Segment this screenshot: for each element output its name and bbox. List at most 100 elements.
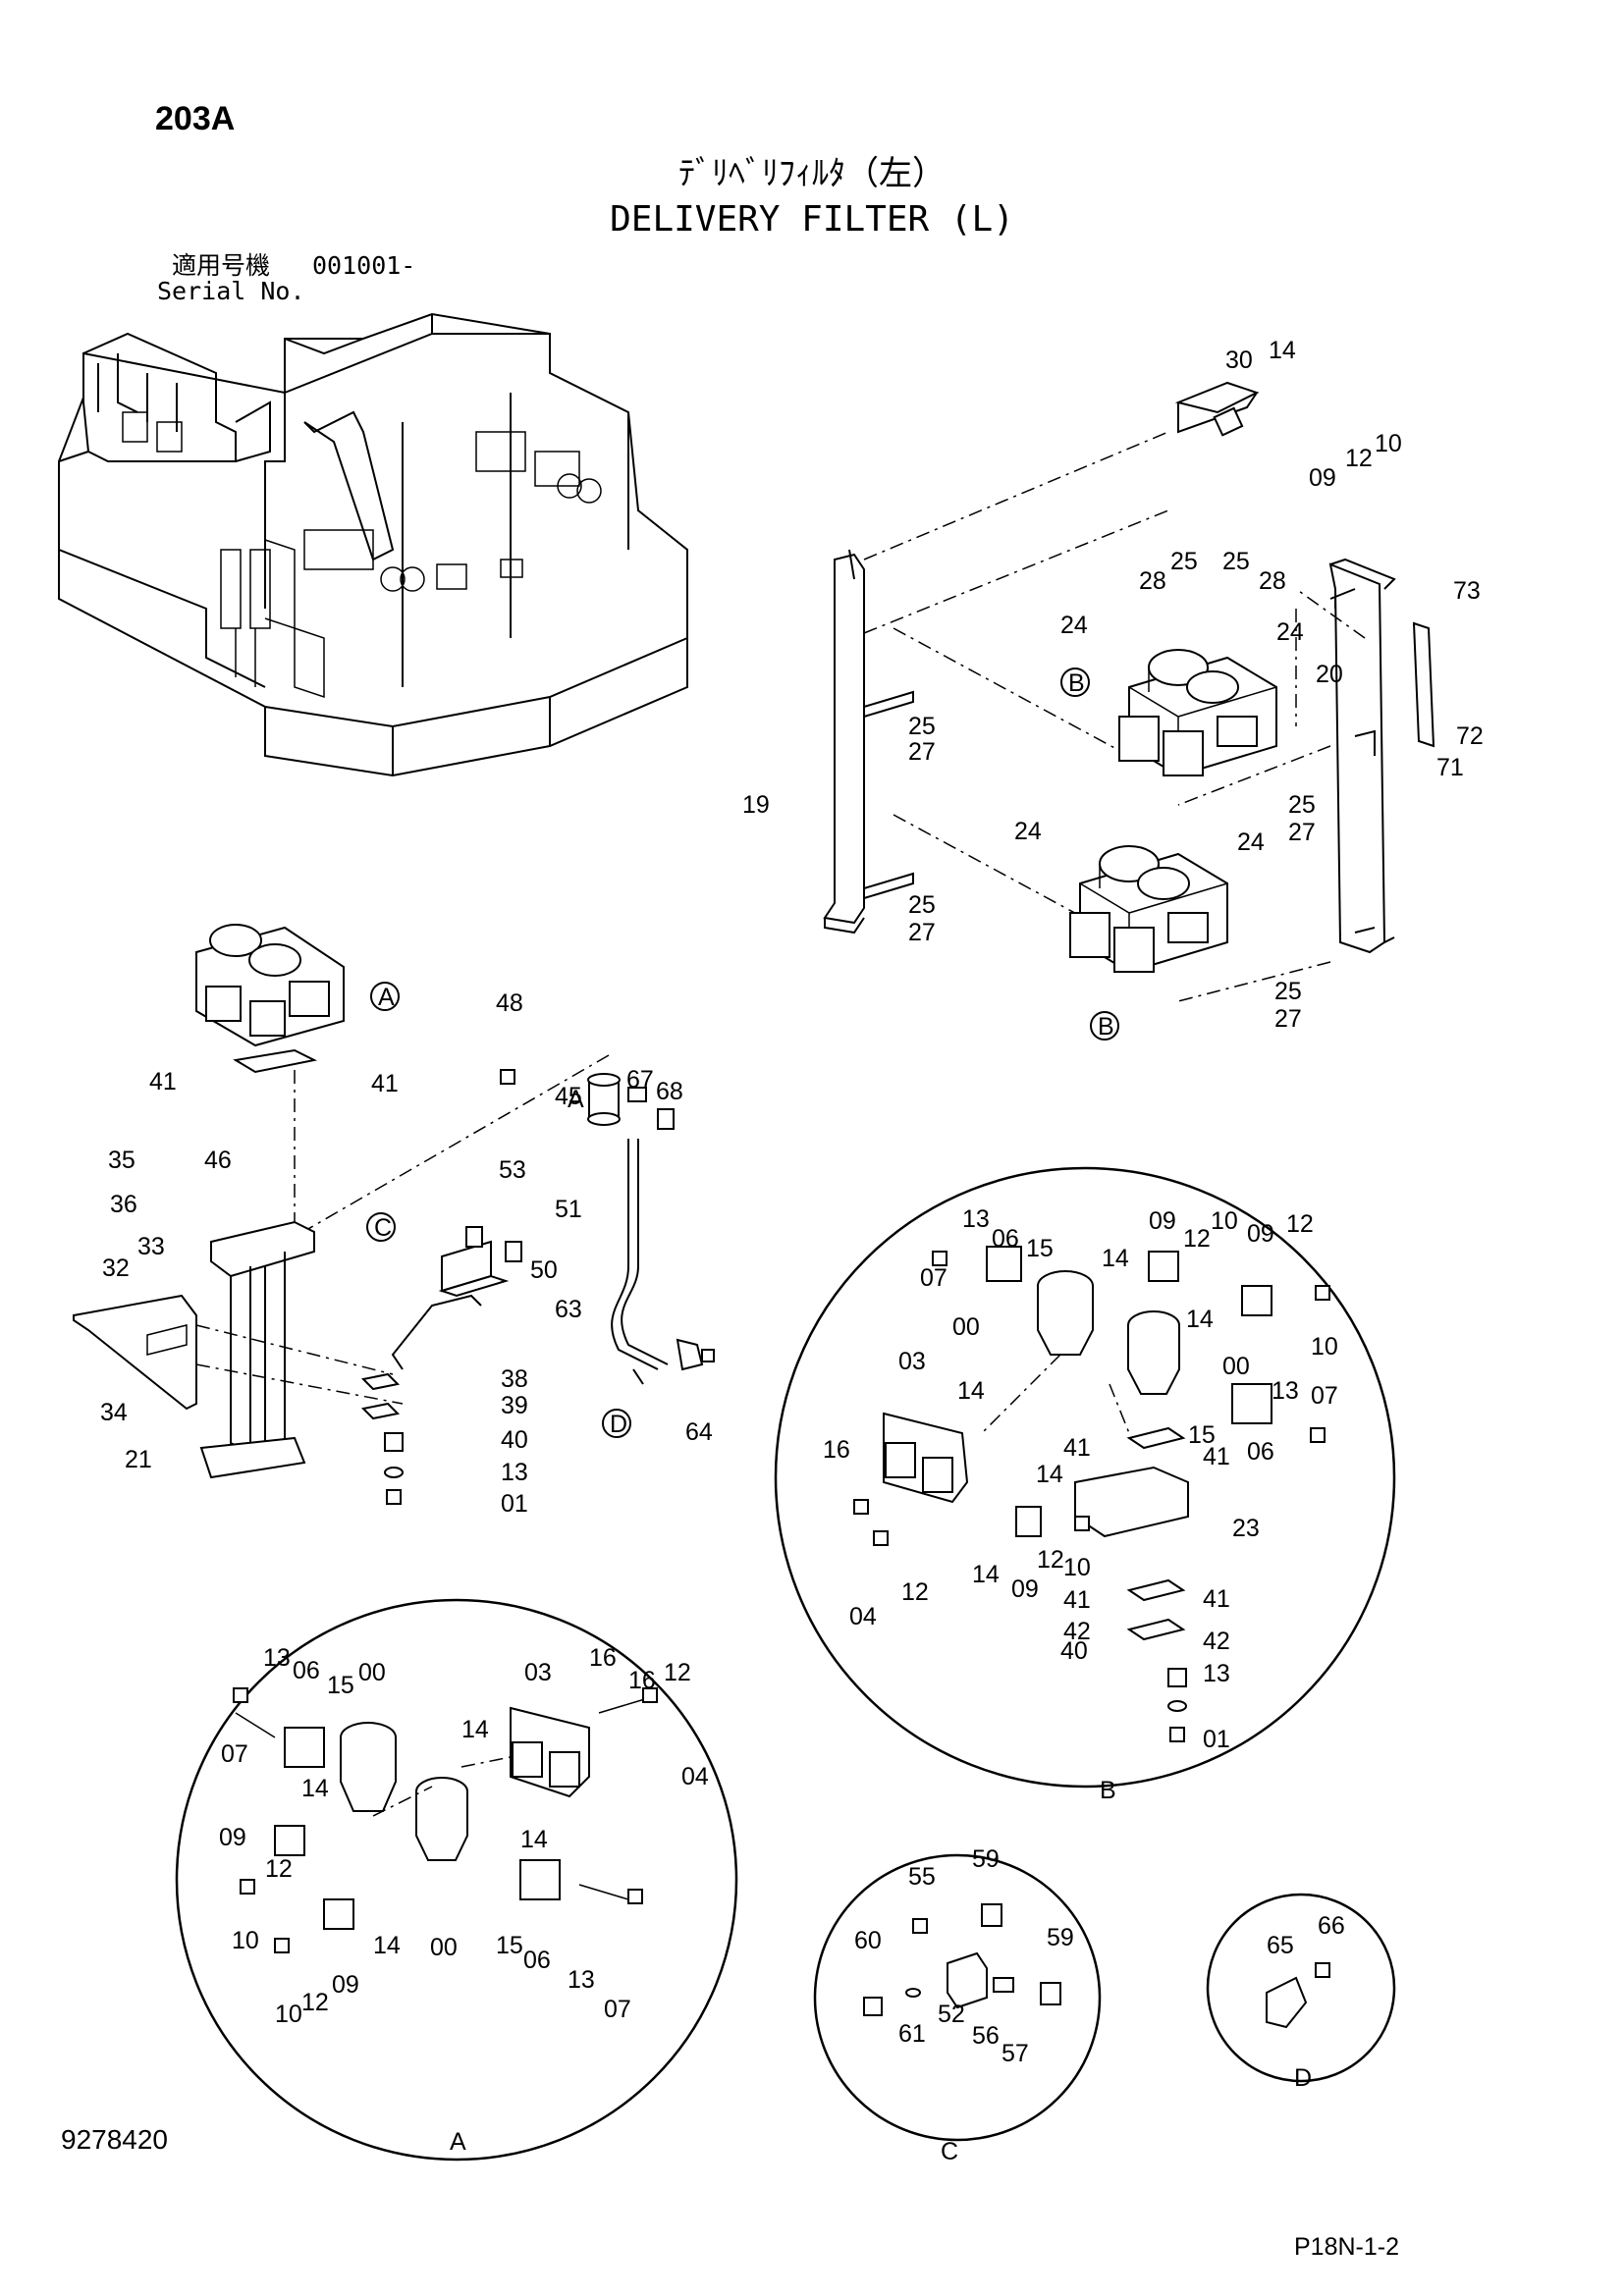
callout-main-lower-19: 13 [501, 1459, 528, 1486]
callout-main-upper-25: 27 [1274, 1005, 1302, 1033]
marker-b-lower-text: B [1098, 1013, 1114, 1041]
callout-detail-b-30: 10 [1063, 1554, 1091, 1581]
serial-label-japanese: 適用号機 [172, 251, 271, 280]
serial-number: 001001- [312, 251, 416, 280]
callout-detail-a-8: 07 [221, 1740, 248, 1768]
callout-main-lower-15: 34 [100, 1399, 128, 1426]
callout-main-lower-22: 64 [685, 1418, 713, 1446]
detail-a-parts [233, 1687, 658, 1953]
marker-b-upper-text: B [1068, 669, 1085, 697]
title-english: DELIVERY FILTER (L) [610, 199, 1014, 240]
filter-mount-assembly-upper [823, 381, 1435, 1002]
callout-main-lower-20: 01 [501, 1490, 528, 1518]
callout-main-upper-14: 71 [1436, 754, 1464, 781]
detail-circle-d [1206, 1893, 1396, 2083]
callout-detail-a-15: 10 [232, 1927, 259, 1954]
callout-main-lower-7: 46 [204, 1147, 232, 1174]
marker-a-text: A [378, 984, 395, 1011]
filter-element-a [500, 1069, 675, 1130]
callout-detail-b-29: 12 [1037, 1546, 1064, 1574]
callout-detail-b-20: 41 [1203, 1443, 1230, 1470]
callout-detail-b-25: 04 [849, 1603, 877, 1630]
callout-main-lower-14: 63 [555, 1296, 582, 1323]
detail-circle-b [774, 1166, 1396, 1789]
detail-d-parts [1266, 1962, 1330, 2029]
callout-main-upper-15: 25 [1288, 791, 1316, 819]
callout-detail-d-1: 66 [1318, 1912, 1345, 1940]
callout-detail-b-7: 12 [1286, 1210, 1314, 1238]
callout-detail-a-4: 03 [524, 1659, 552, 1686]
circle-d-label: D [1294, 2064, 1312, 2092]
callout-detail-a-5: 16 [589, 1644, 617, 1672]
callout-detail-b-17: 07 [1311, 1382, 1338, 1410]
callout-detail-d-0: 65 [1267, 1932, 1294, 1959]
callout-detail-b-2: 15 [1026, 1235, 1054, 1262]
callout-detail-b-27: 14 [972, 1561, 1000, 1588]
callout-detail-a-22: 10 [275, 2001, 302, 2028]
callout-detail-b-1: 06 [992, 1225, 1019, 1253]
callout-detail-a-2: 15 [327, 1672, 354, 1699]
circle-b-label: B [1100, 1777, 1116, 1804]
callout-main-upper-2: 09 [1309, 464, 1336, 492]
callout-detail-a-20: 13 [568, 1966, 595, 1994]
callout-main-lower-3: 67 [626, 1066, 654, 1094]
callout-detail-b-28: 09 [1011, 1575, 1039, 1603]
callout-detail-c-7: 57 [1001, 2040, 1029, 2067]
callout-detail-a-1: 06 [293, 1657, 320, 1684]
callout-detail-b-15: 00 [1222, 1353, 1250, 1380]
callout-detail-b-13: 03 [898, 1348, 926, 1375]
callout-main-upper-19: 27 [908, 738, 936, 766]
callout-main-lower-8: 53 [499, 1156, 526, 1184]
callout-main-lower-2: 48 [496, 989, 523, 1017]
circle-a-label: A [450, 2128, 466, 2156]
filter-block-b-upper [1118, 649, 1277, 777]
callout-detail-b-5: 12 [1183, 1225, 1211, 1253]
callout-detail-c-2: 60 [854, 1927, 882, 1954]
callout-main-upper-13: 72 [1456, 722, 1484, 750]
callout-detail-a-9: 14 [461, 1716, 489, 1743]
callout-detail-b-6: 09 [1247, 1220, 1274, 1248]
callout-main-upper-18: 25 [908, 713, 936, 740]
callout-main-lower-11: 33 [137, 1233, 165, 1260]
callout-detail-c-3: 59 [1047, 1924, 1074, 1951]
callout-main-lower-9: 36 [110, 1191, 137, 1218]
serial-label-english: Serial No. [157, 277, 305, 305]
callout-main-upper-20: 24 [1014, 818, 1042, 845]
callout-detail-a-13: 14 [520, 1826, 548, 1853]
callout-detail-c-6: 56 [972, 2022, 1000, 2050]
marker-d-text: D [610, 1411, 627, 1438]
callout-detail-b-37: 01 [1203, 1726, 1230, 1753]
callout-detail-b-36: 13 [1203, 1660, 1230, 1687]
callout-main-upper-12: 20 [1316, 661, 1343, 688]
callout-detail-b-26: 12 [901, 1578, 929, 1606]
callout-main-upper-4: 10 [1375, 430, 1402, 457]
callout-detail-a-24: 09 [332, 1971, 359, 1999]
callout-main-upper-5: 28 [1139, 567, 1166, 595]
callout-main-lower-10: 51 [555, 1196, 582, 1223]
callout-detail-a-6: 16 [628, 1667, 656, 1694]
callout-detail-b-23: 06 [1247, 1438, 1274, 1466]
callout-detail-b-14: 14 [957, 1377, 985, 1405]
detail-markers: A B B C D A A B C D [366, 667, 1312, 2165]
callout-main-upper-0: 30 [1225, 347, 1253, 374]
filter-block-b-lower [1069, 845, 1228, 974]
detail-c-parts [863, 1903, 1061, 2016]
detail-circle-a [175, 1598, 738, 2162]
callout-main-upper-22: 25 [908, 891, 936, 919]
marker-a-small-text: A [568, 1086, 584, 1113]
callout-main-upper-8: 28 [1259, 567, 1286, 595]
callout-detail-b-12: 10 [1311, 1333, 1338, 1361]
callout-detail-a-14: 12 [265, 1855, 293, 1883]
callout-detail-b-16: 13 [1272, 1377, 1299, 1405]
callout-main-lower-18: 40 [501, 1426, 528, 1454]
callout-detail-a-21: 07 [604, 1996, 631, 2023]
callout-main-upper-3: 12 [1345, 445, 1373, 472]
page-reference: P18N-1-2 [1294, 2233, 1399, 2261]
callout-main-upper-9: 24 [1060, 612, 1088, 639]
callout-detail-a-12: 09 [219, 1824, 246, 1851]
callout-detail-c-0: 55 [908, 1863, 936, 1891]
callout-main-lower-12: 50 [530, 1256, 558, 1284]
callout-detail-b-8: 14 [1102, 1245, 1129, 1272]
callout-detail-a-3: 00 [358, 1659, 386, 1686]
